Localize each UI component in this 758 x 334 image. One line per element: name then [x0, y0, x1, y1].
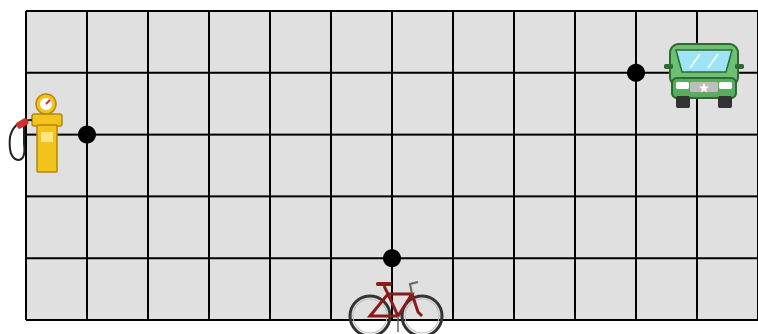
marker-bicycle[interactable]	[383, 249, 401, 267]
marker-car[interactable]	[627, 64, 645, 82]
car-icon	[664, 44, 744, 108]
marker-gas-station[interactable]	[78, 126, 96, 144]
